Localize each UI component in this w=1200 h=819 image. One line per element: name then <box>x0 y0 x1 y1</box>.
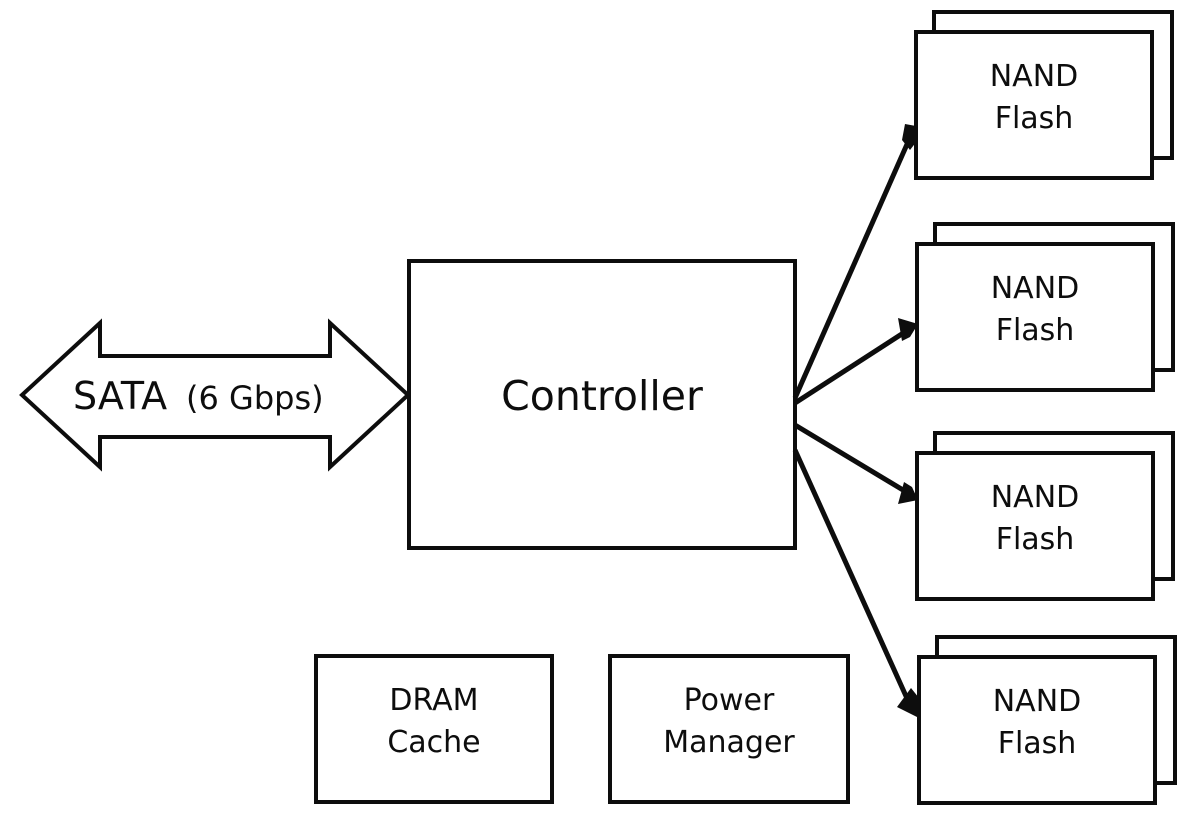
sata-bus-arrow: SATA (6 Gbps) <box>19 318 411 472</box>
dram-cache-block: DRAM Cache <box>314 654 554 804</box>
nand-flash-1-label-line2: Flash <box>995 101 1074 136</box>
channel-arrows <box>792 124 927 717</box>
nand-flash-2-label-line2: Flash <box>996 313 1075 348</box>
controller-label: Controller <box>501 372 703 420</box>
channel-arrowhead-3 <box>898 482 918 504</box>
nand-flash-3-label-line1: NAND <box>991 480 1080 515</box>
nand-flash-1: NAND Flash <box>914 10 1174 180</box>
channel-line-4 <box>792 448 913 707</box>
nand-flash-3-label-line2: Flash <box>996 522 1075 557</box>
channel-arrow-2 <box>793 318 918 406</box>
nand-flash-4-label-line1: NAND <box>993 684 1082 719</box>
channel-line-3 <box>793 422 910 496</box>
channel-arrowhead-2 <box>898 318 918 341</box>
nand-flash-2-front-box <box>915 242 1155 392</box>
nand-flash-4-label-line2: Flash <box>998 726 1077 761</box>
sata-bus-label-main: SATA <box>73 374 167 418</box>
channel-arrow-1 <box>792 124 927 400</box>
nand-flash-4-front-box <box>917 655 1157 805</box>
controller-box <box>407 259 797 550</box>
channel-line-2 <box>793 327 910 406</box>
channel-arrow-4 <box>792 448 919 717</box>
sata-bus-label-sub: (6 Gbps) <box>186 379 324 417</box>
nand-flash-3: NAND Flash <box>915 431 1175 601</box>
power-manager-label-line1: Power <box>684 683 775 718</box>
nand-flash-4: NAND Flash <box>917 635 1177 805</box>
channel-arrowhead-4 <box>897 688 919 717</box>
dram-cache-label-line1: DRAM <box>389 683 478 718</box>
dram-cache-label-line2: Cache <box>387 725 480 760</box>
nand-flash-1-front-box <box>914 30 1154 180</box>
controller-block: Controller <box>407 259 797 550</box>
dram-cache-box <box>314 654 554 804</box>
nand-flash-3-front-box <box>915 451 1155 601</box>
power-manager-box <box>608 654 850 804</box>
nand-flash-1-label-line1: NAND <box>990 59 1079 94</box>
power-manager-block: Power Manager <box>608 654 850 804</box>
nand-flash-2-label-line1: NAND <box>991 271 1080 306</box>
channel-line-1 <box>792 131 915 400</box>
channel-arrow-3 <box>793 422 918 504</box>
nand-flash-2: NAND Flash <box>915 222 1175 392</box>
power-manager-label-line2: Manager <box>663 725 795 760</box>
